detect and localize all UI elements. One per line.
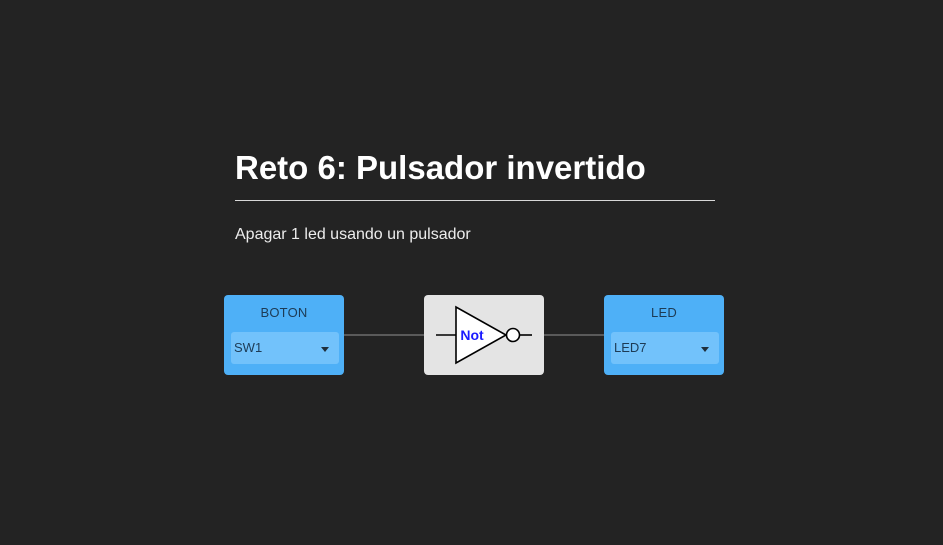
- output-block-label: LED: [651, 305, 677, 320]
- caret-down-icon: [701, 347, 709, 352]
- wire-input-to-gate: [344, 334, 424, 336]
- led-select-value: LED7: [614, 340, 647, 355]
- not-gate-block: Not: [424, 295, 544, 375]
- input-block-boton: BOTON SW1: [224, 295, 344, 375]
- title-divider: [235, 200, 715, 201]
- caret-down-icon: [321, 347, 329, 352]
- not-gate-icon: Not: [436, 305, 532, 365]
- switch-select[interactable]: SW1: [231, 332, 339, 364]
- output-block-led: LED LED7: [604, 295, 724, 375]
- challenge-description: Apagar 1 led usando un pulsador: [235, 226, 471, 243]
- wire-gate-to-output: [544, 334, 604, 336]
- challenge-title: Reto 6: Pulsador invertido: [235, 149, 646, 186]
- led-select[interactable]: LED7: [611, 332, 719, 364]
- not-gate-label: Not: [460, 327, 484, 343]
- input-block-label: BOTON: [260, 305, 308, 320]
- switch-select-value: SW1: [234, 340, 263, 355]
